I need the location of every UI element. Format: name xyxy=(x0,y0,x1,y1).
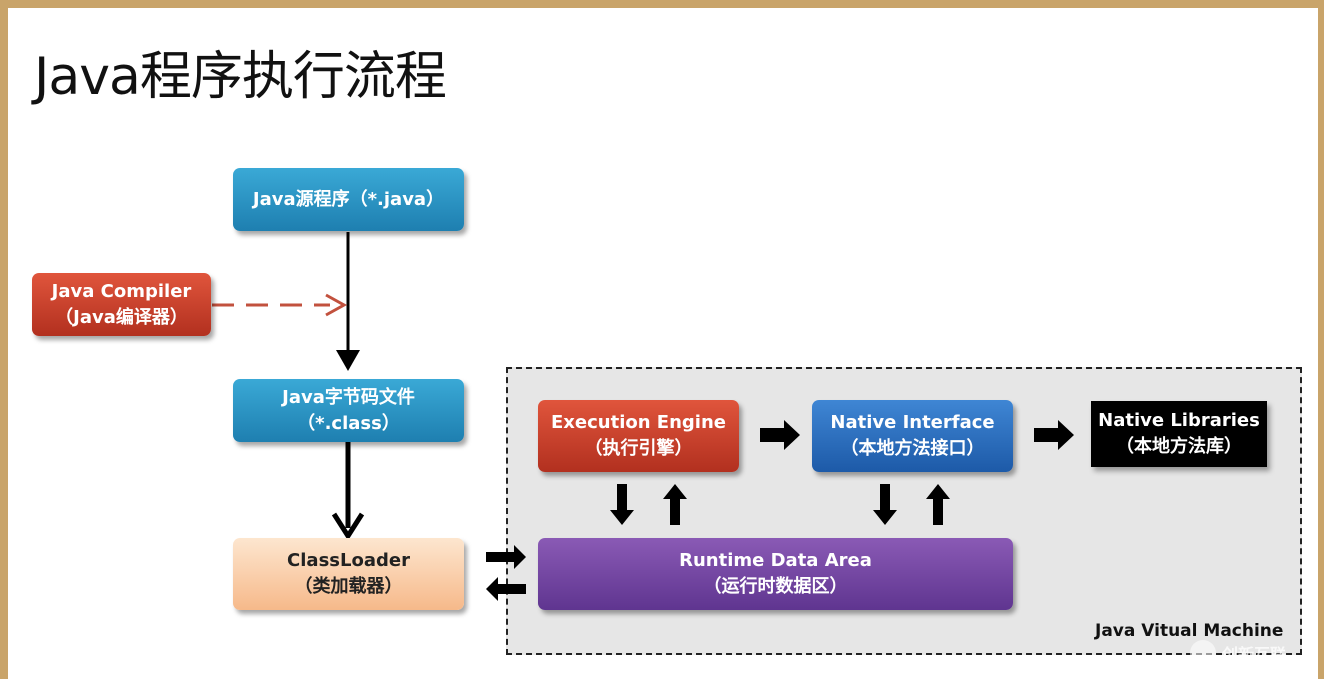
native-libraries-label: Native Libraries xyxy=(1098,410,1260,431)
native-libraries-box: Native Libraries （本地方法库） xyxy=(1091,401,1267,467)
arrow-interface-to-libraries xyxy=(1034,420,1074,450)
arrow-engine-down xyxy=(610,484,634,525)
watermark: 创新互联 xyxy=(1190,636,1320,670)
java-compiler-sublabel: （Java编译器） xyxy=(55,306,188,328)
page-title: Java程序执行流程 xyxy=(34,47,447,107)
runtime-data-area-box: Runtime Data Area （运行时数据区） xyxy=(538,538,1013,610)
java-compiler-box: Java Compiler （Java编译器） xyxy=(32,273,211,336)
arrow-interface-down xyxy=(873,484,897,525)
java-compiler-label: Java Compiler xyxy=(51,280,192,302)
runtime-data-area-sublabel: （运行时数据区） xyxy=(703,576,848,597)
java-source-label: Java源程序（*.java） xyxy=(252,188,445,210)
classloader-label: ClassLoader xyxy=(287,550,410,571)
jvm-label: Java Vitual Machine xyxy=(1095,621,1284,641)
arrow-classloader-to-runtime xyxy=(486,545,526,569)
arrow-compiler-head xyxy=(325,293,348,317)
watermark-text: 创新互联 xyxy=(1222,645,1287,664)
watermark-logo-icon xyxy=(1190,640,1216,666)
arrow-engine-to-interface xyxy=(760,420,800,450)
java-source-box: Java源程序（*.java） xyxy=(233,168,464,231)
native-libraries-sublabel: （本地方法库） xyxy=(1116,436,1242,457)
runtime-data-area-label: Runtime Data Area xyxy=(679,550,872,571)
arrow-engine-up xyxy=(663,484,687,525)
arrow-bytecode-to-classloader-head xyxy=(331,512,365,541)
native-interface-label: Native Interface xyxy=(830,412,995,433)
classloader-box: ClassLoader （类加载器） xyxy=(233,538,464,610)
execution-engine-sublabel: （执行引擎） xyxy=(584,438,693,459)
classloader-sublabel: （类加载器） xyxy=(294,576,403,597)
native-interface-box: Native Interface （本地方法接口） xyxy=(812,400,1013,472)
arrow-interface-up xyxy=(926,484,950,525)
execution-engine-box: Execution Engine （执行引擎） xyxy=(538,400,739,472)
bytecode-sublabel: （*.class） xyxy=(297,412,400,434)
execution-engine-label: Execution Engine xyxy=(550,412,726,433)
native-interface-sublabel: （本地方法接口） xyxy=(840,438,985,459)
bytecode-label: Java字节码文件 xyxy=(282,386,415,408)
arrow-runtime-to-classloader xyxy=(486,577,526,601)
bytecode-box: Java字节码文件 （*.class） xyxy=(233,379,464,442)
